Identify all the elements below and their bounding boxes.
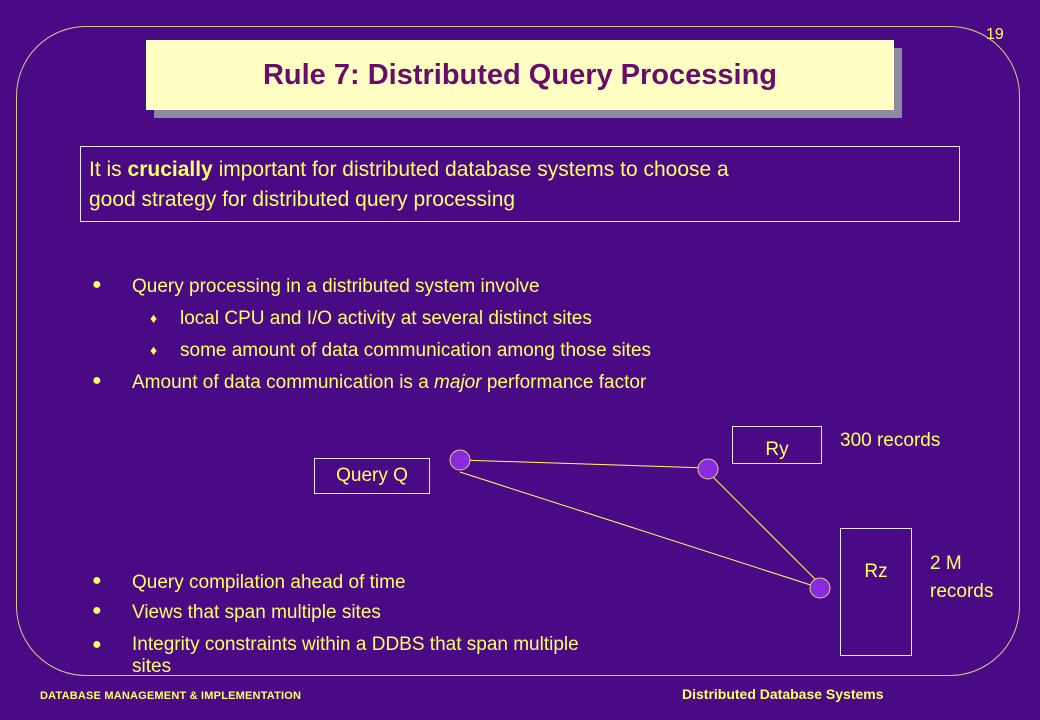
diamond-bullet-icon: ♦ [150, 342, 158, 358]
bullet-italic-word: major [434, 372, 482, 393]
bullet-text: Query compilation ahead of time [132, 572, 406, 593]
bullet-dot-icon: ● [92, 572, 102, 589]
footer-course-title: DATABASE MANAGEMENT & IMPLEMENTATION [40, 690, 302, 702]
ry-box: Ry [732, 426, 822, 464]
link-ry-rz [711, 475, 819, 583]
rz-records-line-2: records [930, 581, 994, 602]
query-q-box: Query Q [314, 458, 430, 494]
slide-frame [16, 26, 1020, 676]
footer-section-title: Distributed Database Systems [682, 686, 884, 702]
bullet-text: Views that span multiple sites [132, 602, 381, 623]
bullet-text-line-1: Integrity constraints within a DDBS that… [132, 634, 579, 655]
bullet-dot-icon: ● [92, 276, 102, 293]
intro-line-1: It is crucially important for distribute… [89, 155, 951, 185]
intro-box: It is crucially important for distribute… [80, 146, 960, 222]
node-rz [809, 577, 831, 599]
bullet-text: Integrity constraints within a DDBS that… [132, 634, 579, 678]
node-ry [697, 458, 719, 480]
rz-records-line-1: 2 M [930, 553, 962, 574]
bullet-text: Amount of data communication is a major … [132, 372, 646, 394]
bullet-text-line-2: sites [132, 656, 172, 677]
intro-bold-word: crucially [127, 158, 213, 181]
link-q-rz [459, 471, 821, 589]
bullet-dot-icon: ● [92, 636, 102, 653]
bullet-dot-icon: ● [92, 372, 102, 389]
bullet-text-b: performance factor [481, 372, 647, 393]
intro-line-2: good strategy for distributed query proc… [89, 188, 516, 211]
sub-bullet-text: some amount of data communication among … [180, 340, 652, 361]
sub-bullet-text: local CPU and I/O activity at several di… [180, 308, 592, 329]
intro-line-1-a: It is [89, 158, 128, 181]
bullet-dot-icon: ● [92, 602, 102, 619]
rz-records-label: 2 M records [930, 550, 993, 606]
link-q-ry [459, 459, 709, 469]
slide-title: Rule 7: Distributed Query Processing [262, 58, 778, 91]
bullet-text-a: Amount of data communication is a [132, 372, 435, 393]
title-box: Rule 7: Distributed Query Processing [146, 40, 894, 110]
ry-records-label: 300 records [840, 430, 941, 451]
bullet-text: Query processing in a distributed system… [132, 276, 540, 297]
page-number: 19 [986, 26, 1004, 43]
rz-box: Rz [840, 528, 912, 656]
node-query [449, 449, 471, 471]
diamond-bullet-icon: ♦ [150, 310, 158, 326]
intro-line-1-b: important for distributed database syste… [212, 158, 729, 181]
